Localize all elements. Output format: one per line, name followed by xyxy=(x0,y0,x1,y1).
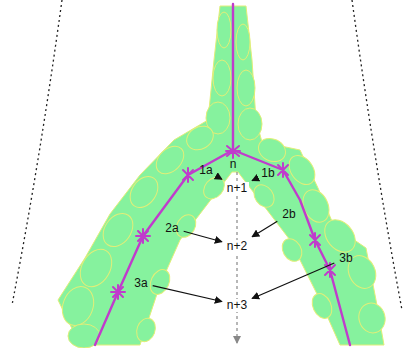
stage-label-text: n+3 xyxy=(227,298,247,312)
stem xyxy=(95,4,350,345)
stage-label-text: 1b xyxy=(261,166,274,180)
pointer-arrow xyxy=(252,221,277,236)
stage-label: 2b xyxy=(280,208,297,221)
pointer-arrow xyxy=(184,231,222,242)
axis-arrow xyxy=(236,172,237,343)
bud-symbol xyxy=(111,144,335,299)
leaves xyxy=(57,6,388,348)
outline-curve xyxy=(12,0,62,305)
stage-label-text: 3a xyxy=(134,276,147,290)
stage-label: n+1 xyxy=(225,182,249,195)
pointer-arrow xyxy=(153,286,222,302)
stage-label-text: n+1 xyxy=(227,181,247,195)
stage-label-text: n+2 xyxy=(227,239,247,253)
stage-label: n+2 xyxy=(225,240,249,253)
stage-label-text: 2b xyxy=(282,207,295,221)
stage-label: 2a xyxy=(163,222,180,235)
stage-label: 1a xyxy=(197,164,214,177)
stage-label-text: 3b xyxy=(339,251,352,265)
stage-label: 3b xyxy=(337,252,354,265)
stage-label-text: n xyxy=(230,157,237,171)
stage-label: n+3 xyxy=(225,299,249,312)
stage-label: 3a xyxy=(132,277,149,290)
stage-label: n xyxy=(228,158,239,171)
pointer-arrow xyxy=(252,263,334,298)
stage-label-text: 2a xyxy=(165,221,178,235)
stage-label: 1b xyxy=(259,167,276,180)
pointer-arrow xyxy=(252,179,256,181)
stage-label-text: 1a xyxy=(199,163,212,177)
pointer-arrow xyxy=(218,177,222,179)
